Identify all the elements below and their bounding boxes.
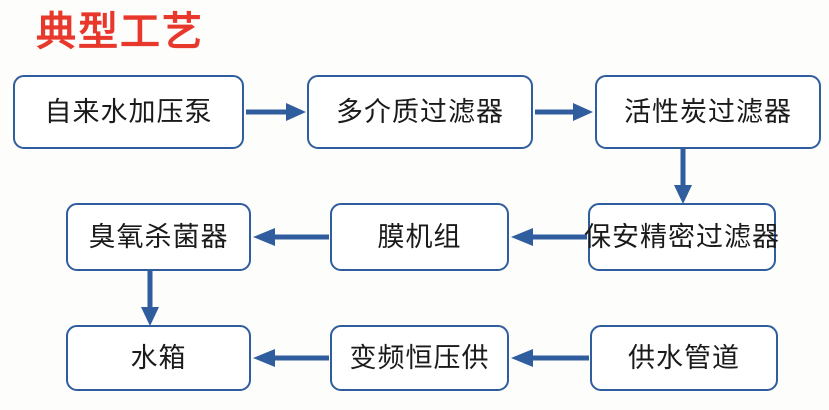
arrow-down-icon-ozone-to-water-tank [141, 271, 159, 326]
flow-node-tap-water-booster-pump[interactable]: 自来水加压泵 [13, 75, 244, 149]
flow-node-label: 保安精密过滤器 [584, 221, 780, 253]
arrow-right-icon-multimedia-to-carbon [535, 103, 593, 121]
flow-node-membrane-unit[interactable]: 膜机组 [330, 203, 509, 271]
arrow-left-icon-membrane-to-ozone [253, 228, 329, 246]
flow-node-variable-frequency-constant-pressure-supply[interactable]: 变频恒压供 [330, 325, 509, 391]
arrow-left-icon-security-filter-to-membrane [511, 228, 587, 246]
flow-node-activated-carbon-filter[interactable]: 活性炭过滤器 [595, 75, 821, 149]
flow-node-label: 变频恒压供 [349, 342, 490, 374]
flow-node-label: 供水管道 [628, 342, 740, 374]
flow-node-label: 自来水加压泵 [44, 96, 213, 128]
flow-node-water-tank[interactable]: 水箱 [66, 325, 251, 391]
arrow-right-icon-tap-to-multimedia [246, 103, 306, 121]
flow-node-label: 水箱 [130, 342, 187, 374]
arrow-down-icon-carbon-to-security-filter [674, 149, 692, 204]
flow-node-security-precision-filter[interactable]: 保安精密过滤器 [584, 203, 779, 271]
flow-node-label: 多介质过滤器 [336, 96, 504, 128]
arrow-left-icon-vfd-to-water-tank [253, 349, 329, 367]
page-title: 典型工艺 [36, 9, 204, 55]
flow-node-ozone-sterilizer[interactable]: 臭氧杀菌器 [66, 203, 251, 271]
arrow-left-icon-pipeline-to-vfd [511, 349, 589, 367]
flow-node-label: 活性炭过滤器 [624, 96, 792, 128]
flow-node-multimedia-filter[interactable]: 多介质过滤器 [307, 75, 533, 149]
flow-node-water-supply-pipeline[interactable]: 供水管道 [590, 325, 778, 391]
flow-node-label: 膜机组 [377, 221, 462, 253]
flow-node-label: 臭氧杀菌器 [88, 221, 229, 253]
